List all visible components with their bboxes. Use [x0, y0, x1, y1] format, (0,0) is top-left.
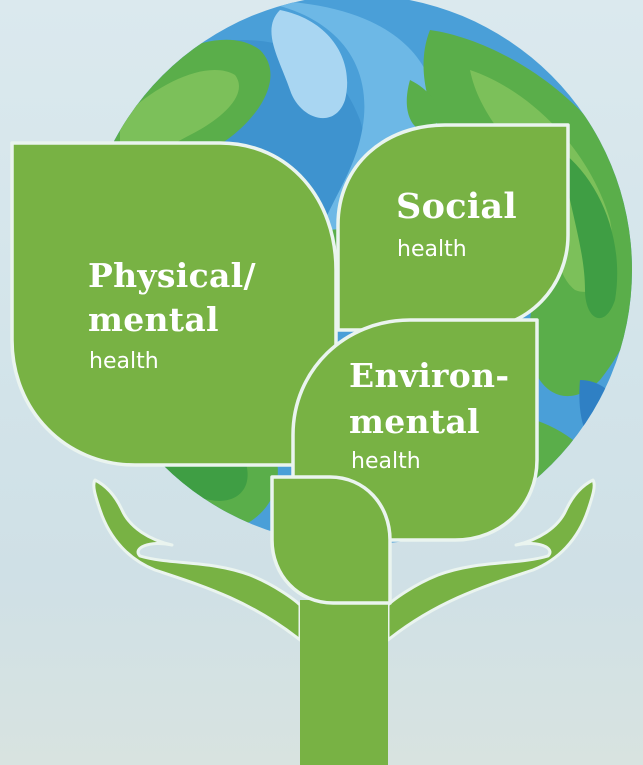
environmental-title-line2: mental	[349, 402, 480, 441]
environmental-subtitle: health	[351, 449, 421, 474]
physical-subtitle: health	[89, 349, 159, 374]
physical-title-line2: mental	[88, 300, 219, 339]
environmental-title-line1: Environ-	[349, 356, 510, 395]
leaf-social	[336, 123, 570, 332]
social-title: Social	[396, 186, 518, 227]
leaf-sprout	[270, 475, 392, 605]
physical-title-line1: Physical/	[88, 256, 256, 295]
social-subtitle: health	[397, 237, 467, 262]
holding-hands-icon	[92, 478, 596, 645]
